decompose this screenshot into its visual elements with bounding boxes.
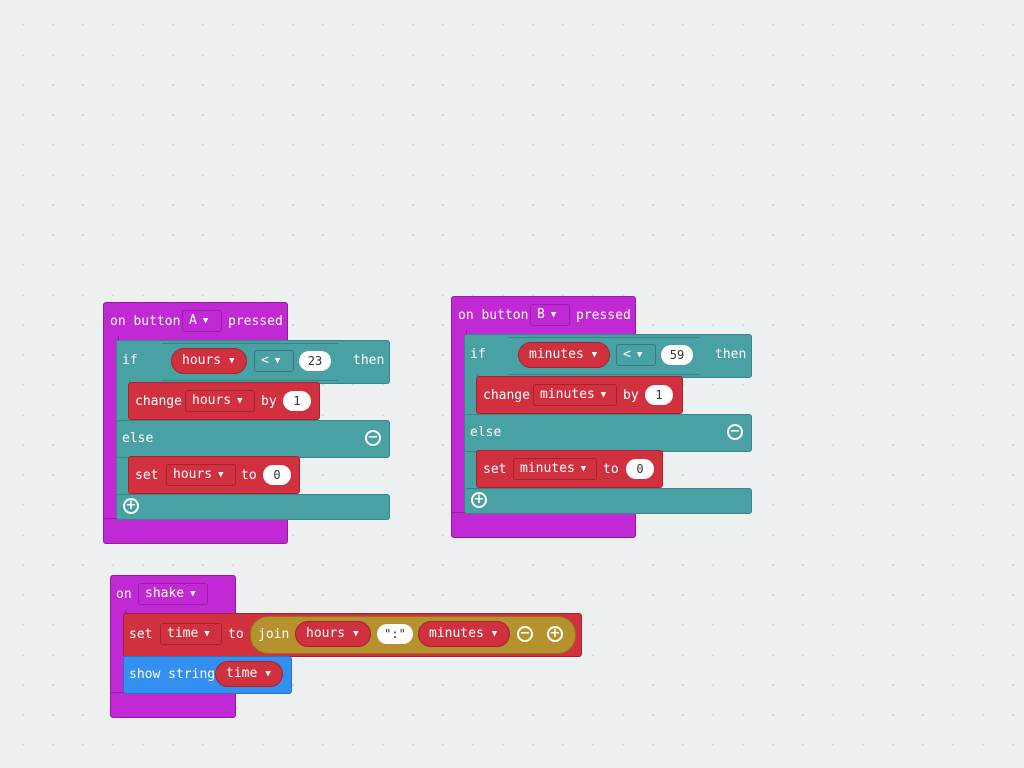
operator-dropdown[interactable]: < ▼: [616, 344, 656, 366]
change-label: change: [483, 388, 530, 403]
else-label: else: [470, 425, 502, 440]
chevron-down-icon: ▼: [218, 469, 224, 480]
change-amount-input[interactable]: 1: [645, 385, 673, 405]
else-bar: [116, 420, 390, 458]
add-else-if-icon[interactable]: +: [123, 498, 139, 514]
to-label: to: [241, 468, 257, 483]
set-value-input[interactable]: 0: [263, 465, 291, 485]
string-literal-input[interactable]: ":": [377, 624, 413, 644]
on-label: on: [116, 587, 132, 602]
pressed-label: pressed: [576, 308, 631, 323]
chevron-down-icon: ▼: [580, 463, 587, 474]
by-label: by: [623, 388, 639, 403]
to-label: to: [228, 627, 244, 642]
chevron-down-icon: ▼: [353, 628, 359, 639]
on-shake-foot: [110, 692, 236, 718]
to-label: to: [603, 462, 619, 477]
chevron-down-icon: ▼: [274, 355, 281, 366]
add-join-input-icon[interactable]: +: [547, 626, 563, 642]
set-value-input[interactable]: 0: [626, 459, 654, 479]
show-string-label: show string: [129, 667, 216, 682]
change-variable-dropdown[interactable]: minutes ▼: [533, 384, 617, 406]
hours-variable[interactable]: hours ▼: [295, 621, 371, 647]
chevron-down-icon: ▼: [237, 395, 243, 406]
set-variable-dropdown[interactable]: minutes ▼: [513, 458, 597, 480]
on-button-label: on button: [110, 314, 181, 329]
by-label: by: [261, 394, 277, 409]
set-variable-dropdown[interactable]: time ▼: [160, 623, 222, 645]
else-label: else: [122, 431, 154, 446]
on-button-label: on button: [458, 308, 529, 323]
remove-else-icon[interactable]: −: [365, 430, 381, 446]
button-select-dropdown[interactable]: B ▼: [530, 304, 570, 326]
hours-variable[interactable]: hours ▼: [171, 348, 247, 374]
if-else-bottom-bar: [116, 494, 390, 520]
if-label: if: [122, 353, 138, 368]
operator-dropdown[interactable]: < ▼: [254, 350, 294, 372]
chevron-down-icon: ▼: [229, 355, 235, 366]
remove-else-icon[interactable]: −: [727, 424, 743, 440]
chevron-down-icon: ▼: [190, 588, 196, 599]
on-button-b-foot: [451, 512, 636, 538]
change-amount-input[interactable]: 1: [283, 391, 311, 411]
remove-join-input-icon[interactable]: −: [517, 626, 533, 642]
chevron-down-icon: ▼: [550, 309, 557, 320]
chevron-down-icon: ▼: [600, 389, 607, 400]
button-select-dropdown[interactable]: A ▼: [182, 310, 222, 332]
change-variable-dropdown[interactable]: hours ▼: [185, 390, 255, 412]
chevron-down-icon: ▼: [636, 349, 643, 360]
gesture-dropdown[interactable]: shake ▼: [138, 583, 208, 605]
join-label: join: [258, 627, 290, 642]
time-variable[interactable]: time ▼: [215, 661, 283, 687]
chevron-down-icon: ▼: [491, 628, 498, 639]
change-label: change: [135, 394, 182, 409]
chevron-down-icon: ▼: [591, 349, 598, 360]
add-else-if-icon[interactable]: +: [471, 492, 487, 508]
then-label: then: [715, 347, 747, 362]
if-label: if: [470, 347, 486, 362]
set-label: set: [129, 627, 153, 642]
minutes-variable[interactable]: minutes ▼: [518, 342, 610, 368]
pressed-label: pressed: [228, 314, 283, 329]
if-else-bottom-bar: [464, 488, 752, 514]
set-variable-dropdown[interactable]: hours ▼: [166, 464, 236, 486]
compare-value-input[interactable]: 23: [299, 351, 331, 371]
on-button-a-foot: [103, 518, 288, 544]
else-bar: [464, 414, 752, 452]
chevron-down-icon: ▼: [204, 628, 210, 639]
minutes-variable[interactable]: minutes ▼: [418, 621, 510, 647]
compare-value-input[interactable]: 59: [661, 345, 693, 365]
set-label: set: [483, 462, 507, 477]
chevron-down-icon: ▼: [265, 668, 271, 679]
chevron-down-icon: ▼: [202, 315, 209, 326]
then-label: then: [353, 353, 385, 368]
set-label: set: [135, 468, 159, 483]
